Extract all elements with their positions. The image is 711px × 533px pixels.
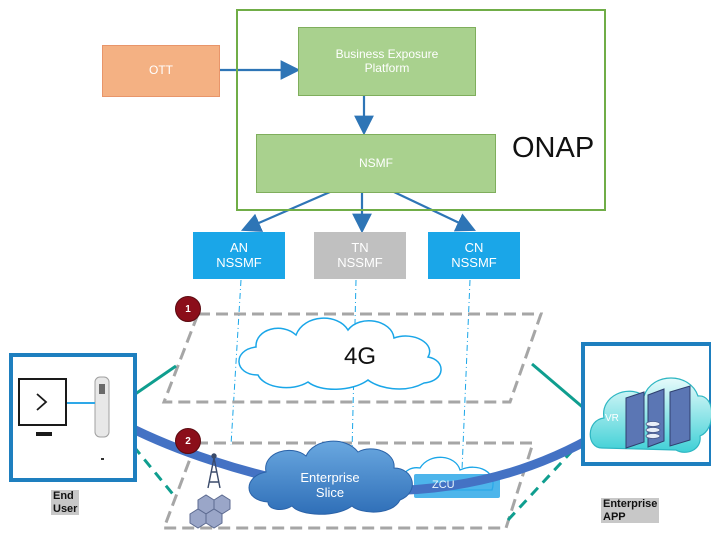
cloud-enterprise-slice (248, 440, 413, 515)
cloud-4g-label: 4G (343, 343, 376, 371)
plane-4g (161, 312, 544, 404)
cpe-router-icon (94, 376, 110, 460)
monitor-icon (18, 378, 67, 436)
nssmf-connectors (230, 279, 471, 471)
cell-tower-icon (207, 453, 221, 489)
vr-label: VR (605, 413, 619, 424)
hexagon-cluster-icon (189, 494, 231, 529)
ott-box[interactable]: OTT (102, 45, 220, 97)
tn-nssmf-box[interactable]: TN NSSMF (314, 232, 406, 279)
cn-nssmf-box[interactable]: CN NSSMF (428, 232, 520, 279)
nsmf-box[interactable]: NSMF (256, 134, 496, 193)
enterprise-slice-label: Enterprise Slice (300, 470, 360, 500)
marker-1: 1 (175, 296, 201, 322)
business-exposure-platform-box[interactable]: Business Exposure Platform (298, 27, 476, 96)
zcu-label: ZCU (432, 479, 455, 491)
cloud-4g (238, 317, 442, 390)
onap-label: ONAP (512, 132, 595, 164)
enterprise-app-icon (581, 342, 711, 466)
an-nssmf-box[interactable]: AN NSSMF (193, 232, 285, 279)
onap-frame (236, 9, 606, 211)
end-user-caption: End User (51, 490, 80, 516)
marker-2: 2 (175, 428, 201, 454)
plane-enterprise (161, 441, 536, 530)
enterprise-app-caption: Enterprise APP (601, 498, 660, 524)
